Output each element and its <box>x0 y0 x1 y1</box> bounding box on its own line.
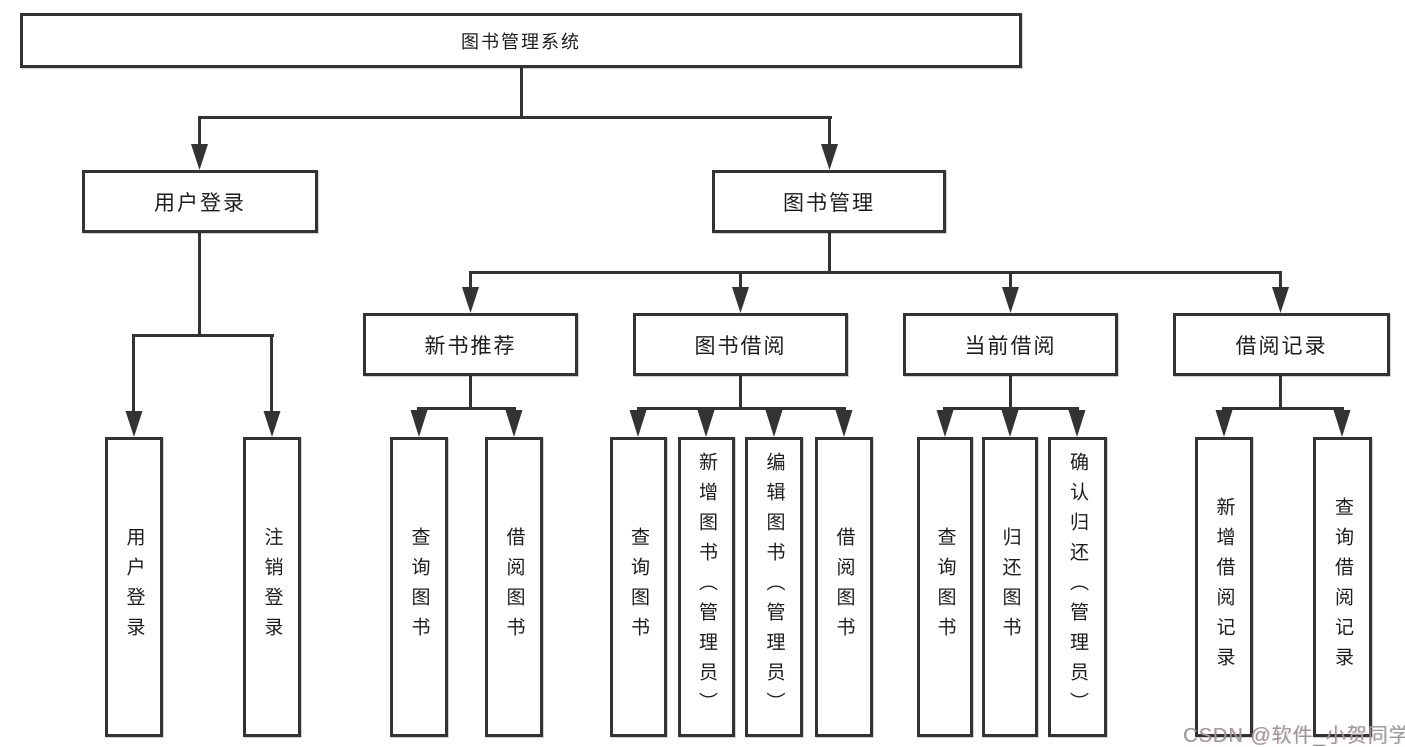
node-label: 用户登录 <box>123 527 145 647</box>
node-label: 新增图书（管理员） <box>696 452 717 722</box>
node-label: 查询图书 <box>934 527 956 647</box>
leaf-user-login: 用户登录 <box>105 437 163 737</box>
node-label: 新增借阅记录 <box>1213 497 1235 677</box>
node-label: 借阅图书 <box>833 527 855 647</box>
node-label: 图书管理 <box>783 191 875 215</box>
leaf-query-books-current: 查询图书 <box>917 437 973 737</box>
leaf-add-borrow-record: 新增借阅记录 <box>1195 437 1253 737</box>
node-label: 查询借阅记录 <box>1332 497 1353 677</box>
leaf-confirm-return-admin: 确认归还（管理员） <box>1048 437 1107 737</box>
node-new-book-recommend: 新书推荐 <box>363 313 578 376</box>
leaf-edit-books-admin: 编辑图书（管理员） <box>745 437 803 737</box>
leaf-add-books-admin: 新增图书（管理员） <box>678 437 735 737</box>
node-label: 注销登录 <box>261 527 283 647</box>
node-book-management: 图书管理 <box>712 170 946 233</box>
leaf-query-books-recommend: 查询图书 <box>390 437 448 737</box>
node-label: 用户登录 <box>154 191 246 215</box>
leaf-query-borrow-record: 查询借阅记录 <box>1313 437 1372 737</box>
node-system-root: 图书管理系统 <box>20 13 1022 68</box>
node-label: 图书借阅 <box>694 334 787 358</box>
node-label: 编辑图书（管理员） <box>763 452 785 722</box>
leaf-logout: 注销登录 <box>243 437 301 737</box>
node-label: 当前借阅 <box>964 334 1057 358</box>
node-label: 借阅图书 <box>503 527 525 647</box>
watermark: CSDN @软件_小贺同学 <box>1183 725 1405 747</box>
node-book-borrow: 图书借阅 <box>633 313 848 376</box>
node-label: 图书管理系统 <box>461 31 581 52</box>
node-current-borrow: 当前借阅 <box>903 313 1118 376</box>
node-label: 归还图书 <box>999 527 1021 647</box>
node-user-login: 用户登录 <box>82 170 318 233</box>
node-label: 新书推荐 <box>424 334 517 358</box>
node-borrow-records: 借阅记录 <box>1173 313 1390 376</box>
leaf-borrow-books-recommend: 借阅图书 <box>485 437 543 737</box>
node-label: 借阅记录 <box>1235 334 1328 358</box>
leaf-return-books: 归还图书 <box>982 437 1038 737</box>
node-label: 查询图书 <box>628 527 649 647</box>
node-label: 确认归还（管理员） <box>1067 452 1088 722</box>
node-label: 查询图书 <box>408 527 430 647</box>
leaf-query-books-borrow: 查询图书 <box>610 437 667 737</box>
leaf-borrow-books: 借阅图书 <box>815 437 873 737</box>
